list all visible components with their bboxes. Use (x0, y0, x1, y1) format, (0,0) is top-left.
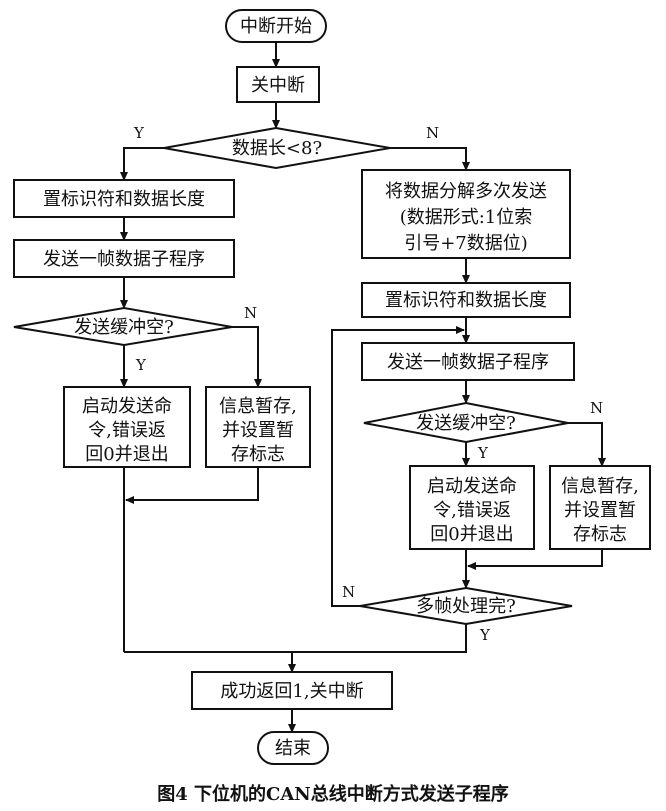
svg-text:存标志: 存标志 (231, 444, 285, 465)
node-start: 中断开始 (225, 9, 327, 43)
node-left-start-send: 启动发送命 令,错误返 回0并退出 (63, 386, 191, 468)
label-n-left-buffer: N (244, 304, 257, 322)
label-n-length: N (426, 124, 439, 142)
figure-caption: 图4 下位机的CAN总线中断方式发送子程序 (157, 783, 509, 805)
svg-text:存标志: 存标志 (573, 524, 627, 545)
node-left-send-frame: 发送一帧数据子程序 (13, 239, 235, 278)
svg-text:发送缓冲空?: 发送缓冲空? (416, 413, 516, 434)
svg-text:并设置暂: 并设置暂 (564, 500, 636, 521)
label-n-right-buffer: N (590, 399, 603, 417)
node-end: 结束 (257, 731, 329, 765)
node-right-split-data: 将数据分解多次发送 (数据形式:1位索 引号+7数据位) (361, 169, 571, 259)
node-left-set-identifier: 置标识符和数据长度 (13, 179, 235, 218)
svg-text:回0并退出: 回0并退出 (430, 524, 513, 545)
svg-text:启动发送命: 启动发送命 (427, 476, 517, 497)
svg-text:发送缓冲空?: 发送缓冲空? (74, 317, 174, 338)
node-left-buffer-empty-decision: 发送缓冲空? (13, 306, 233, 347)
svg-text:并设置暂: 并设置暂 (222, 420, 294, 441)
node-disable-interrupt: 关中断 (236, 66, 320, 103)
node-right-store-message: 信息暂存, 并设置暂 存标志 (549, 465, 651, 550)
svg-text:将数据分解多次发送: 将数据分解多次发送 (385, 181, 547, 202)
svg-text:结束: 结束 (275, 738, 311, 759)
connectors (120, 42, 606, 733)
svg-text:启动发送命: 启动发送命 (82, 396, 172, 417)
svg-text:关中断: 关中断 (251, 75, 305, 96)
svg-text:多帧处理完?: 多帧处理完? (416, 596, 516, 617)
svg-text:置标识符和数据长度: 置标识符和数据长度 (385, 290, 547, 311)
node-right-set-identifier: 置标识符和数据长度 (361, 282, 571, 318)
node-length-check-decision: 数据长<8? (163, 126, 391, 170)
label-y-length: Y (133, 124, 145, 142)
svg-text:令,错误返: 令,错误返 (433, 500, 511, 521)
node-success-return: 成功返回1,关中断 (191, 671, 393, 710)
label-n-multi-frame: N (342, 583, 355, 601)
node-right-start-send: 启动发送命 令,错误返 回0并退出 (409, 465, 535, 550)
node-left-store-message: 信息暂存, 并设置暂 存标志 (205, 386, 311, 468)
svg-text:中断开始: 中断开始 (240, 16, 312, 37)
svg-text:数据长<8?: 数据长<8? (232, 138, 322, 159)
svg-text:发送一帧数据子程序: 发送一帧数据子程序 (387, 352, 549, 373)
node-multi-frame-done-decision: 多帧处理完? (359, 586, 573, 626)
svg-text:信息暂存,: 信息暂存, (219, 396, 297, 417)
svg-text:回0并退出: 回0并退出 (85, 444, 168, 465)
svg-text:置标识符和数据长度: 置标识符和数据长度 (43, 189, 205, 210)
svg-text:发送一帧数据子程序: 发送一帧数据子程序 (43, 249, 205, 270)
branch-labels: Y N N Y N Y N Y (133, 124, 603, 644)
svg-text:(数据形式:1位索: (数据形式:1位索 (400, 207, 533, 228)
node-right-buffer-empty-decision: 发送缓冲空? (363, 401, 569, 444)
label-y-left-buffer: Y (135, 356, 147, 374)
svg-text:令,错误返: 令,错误返 (88, 420, 166, 441)
svg-text:成功返回1,关中断: 成功返回1,关中断 (220, 681, 363, 702)
svg-text:引号+7数据位): 引号+7数据位) (404, 233, 528, 254)
label-y-multi-frame: Y (479, 626, 491, 644)
label-y-right-buffer: Y (477, 444, 489, 462)
node-right-send-frame: 发送一帧数据子程序 (361, 342, 575, 381)
svg-text:信息暂存,: 信息暂存, (561, 476, 639, 497)
